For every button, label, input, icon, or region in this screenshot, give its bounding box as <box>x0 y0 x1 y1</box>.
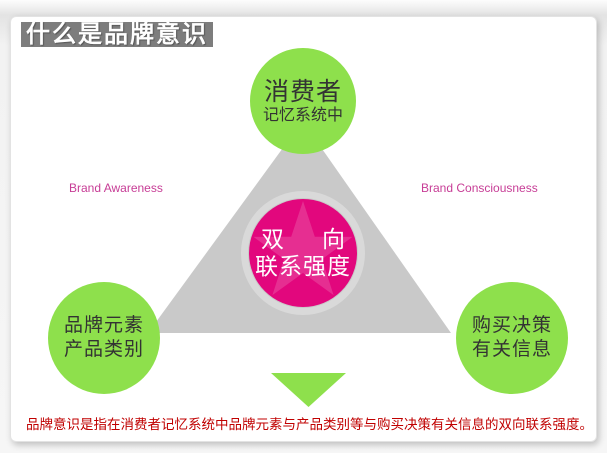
node-center-word1: 双 <box>261 226 284 252</box>
node-center-line2: 联系强度 <box>255 253 351 279</box>
node-consumer-line1: 消费者 <box>263 77 342 106</box>
down-arrow-icon <box>271 373 346 407</box>
node-center-text: 双 向 联系强度 <box>249 199 357 307</box>
node-consumer: 消费者 记忆系统中 <box>250 48 356 154</box>
presentation-slide: 什么是品牌意识 消费者 记忆系统中 双 向 联系强度 品牌元素 产品类别 购买决… <box>10 16 597 442</box>
node-brand-elements-line2: 产品类别 <box>63 339 144 360</box>
node-purchase-decision-line2: 有关信息 <box>471 339 552 360</box>
definition-text: 品牌意识是指在消费者记忆系统中品牌元素与产品类别等与购买决策有关信息的双向联系强… <box>26 417 593 432</box>
node-purchase-decision-line1: 购买决策 <box>471 315 552 336</box>
label-brand-awareness: Brand Awareness <box>69 181 163 195</box>
node-bidirectional-strength: 双 向 联系强度 <box>249 199 357 307</box>
center-halo-ring <box>241 191 365 315</box>
node-consumer-line2: 记忆系统中 <box>262 106 343 124</box>
node-center-word2: 向 <box>322 226 345 252</box>
node-purchase-decision: 购买决策 有关信息 <box>456 282 568 394</box>
node-brand-elements-line1: 品牌元素 <box>63 315 144 336</box>
node-brand-elements: 品牌元素 产品类别 <box>48 282 160 394</box>
star-icon <box>253 201 353 296</box>
node-center-line1: 双 向 <box>261 226 345 253</box>
slide-title: 什么是品牌意识 <box>21 22 213 47</box>
label-brand-consciousness: Brand Consciousness <box>421 181 538 195</box>
